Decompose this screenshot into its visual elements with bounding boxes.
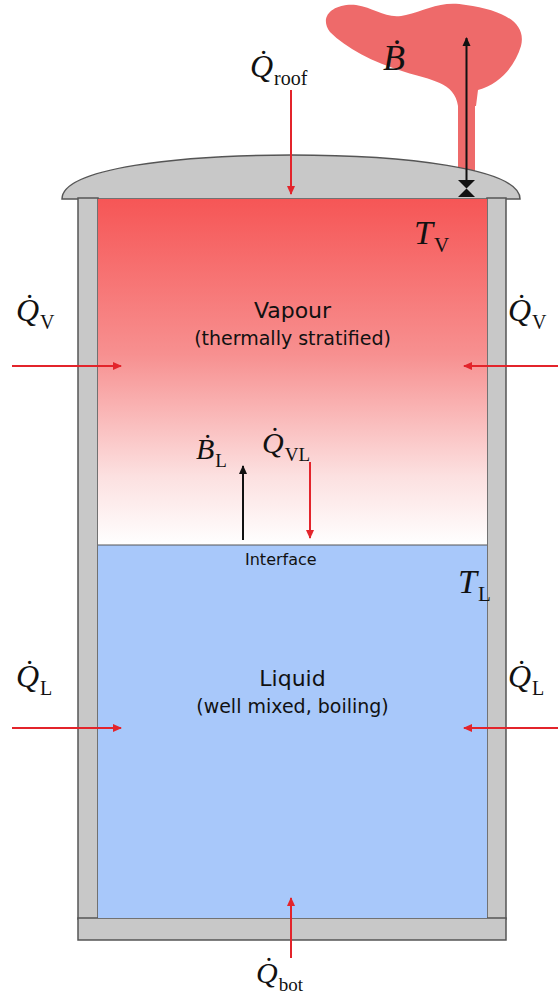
subscript: V	[434, 235, 449, 256]
heat-arrow	[12, 365, 121, 367]
heat-arrow	[464, 365, 558, 367]
subscript: L	[532, 678, 544, 698]
vapour-region-label: Vapour(thermally stratified)	[98, 199, 487, 545]
boiloff-symbol: Ḃ	[383, 40, 405, 76]
temperature-symbol: T	[458, 565, 477, 599]
valve-symbol	[458, 180, 475, 189]
heat-flow-symbol: Q̇	[16, 660, 39, 692]
boiloff-arrow	[466, 38, 468, 180]
valve-symbol	[458, 189, 475, 198]
heat-arrow	[309, 462, 311, 538]
vapour-region	[98, 199, 487, 545]
liquid-region-label: Liquid(well mixed, boiling)	[98, 545, 487, 918]
interface-label: Interface	[245, 552, 317, 568]
evaporation-symbol: Ḃ	[196, 434, 214, 464]
vapour-plume	[326, 4, 522, 106]
interface-line	[98, 545, 487, 546]
subscript: V	[532, 312, 546, 332]
subscript: L	[215, 451, 227, 470]
text-group: Vapour(thermally stratified)	[98, 297, 487, 350]
tank-wall-right	[487, 198, 506, 919]
heat-arrow	[290, 898, 292, 958]
text-group: Liquid(well mixed, boiling)	[98, 665, 487, 718]
heat-flow-symbol: Q̇	[508, 294, 531, 326]
heat-flow-symbol: Q̇	[250, 50, 273, 82]
temperature-symbol: T	[414, 216, 433, 250]
evaporation-arrow	[242, 466, 244, 540]
subscript: VL	[285, 445, 310, 464]
subscript: bot	[279, 975, 303, 994]
subscript: roof	[274, 68, 307, 88]
heat-arrow	[290, 90, 292, 194]
heat-arrow	[464, 727, 558, 729]
region-note: (well mixed, boiling)	[98, 694, 487, 719]
heat-flow-symbol: Q̇	[508, 660, 531, 692]
subscript: L	[40, 678, 52, 698]
tank-wall-left	[78, 198, 98, 919]
heat-flow-symbol: Q̇	[256, 958, 278, 988]
subscript: V	[40, 312, 54, 332]
liquid-region	[98, 545, 487, 918]
region-title: Liquid	[98, 665, 487, 694]
subscript: L	[478, 584, 491, 605]
region-title: Vapour	[98, 297, 487, 326]
heat-arrow	[12, 727, 121, 729]
region-note: (thermally stratified)	[98, 326, 487, 351]
heat-flow-symbol: Q̇	[16, 294, 39, 326]
heat-flow-symbol: Q̇	[262, 428, 284, 458]
